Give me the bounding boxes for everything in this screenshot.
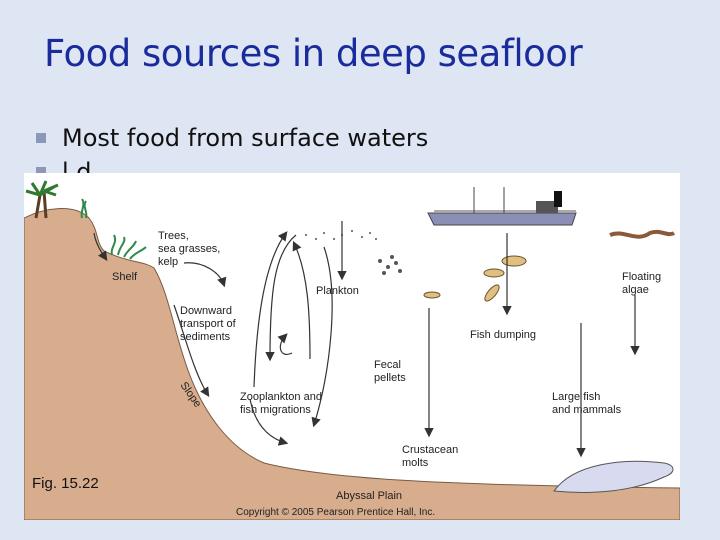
label-large-fish: Large fish <box>552 391 600 403</box>
label-trees: sea grasses, <box>158 243 220 255</box>
label-abyssal-plain: Abyssal Plain <box>336 490 402 502</box>
label-downward: transport of <box>180 318 237 330</box>
label-trees: Trees, <box>158 230 189 242</box>
bullet-item: Most food from surface waters <box>36 124 428 152</box>
label-floating-algae: Floating <box>622 271 661 283</box>
fish-icon <box>424 256 526 303</box>
food-sources-figure: Trees, sea grasses, kelp Shelf Downward … <box>24 173 680 520</box>
label-zooplankton: fish migrations <box>240 404 311 416</box>
bullet-text: Most food from surface waters <box>62 124 428 152</box>
label-downward: Downward <box>180 305 232 317</box>
label-shelf: Shelf <box>112 271 138 283</box>
ship-icon <box>428 187 576 225</box>
label-floating-algae: algae <box>622 284 649 296</box>
copyright-text: Copyright © 2005 Pearson Prentice Hall, … <box>236 507 435 518</box>
label-fish-dumping: Fish dumping <box>470 329 536 341</box>
label-trees: kelp <box>158 256 178 268</box>
plankton-dots <box>305 230 402 275</box>
label-plankton: Plankton <box>316 285 359 297</box>
label-large-fish: and mammals <box>552 404 622 416</box>
label-fecal: pellets <box>374 372 406 384</box>
slide-title: Food sources in deep seafloor <box>44 32 582 75</box>
label-fecal: Fecal <box>374 359 401 371</box>
label-downward: sediments <box>180 331 231 343</box>
figure-caption: Fig. 15.22 <box>32 475 99 492</box>
seafloor-diagram: Trees, sea grasses, kelp Shelf Downward … <box>24 173 680 520</box>
label-crustacean: Crustacean <box>402 444 458 456</box>
bullet-square-icon <box>36 133 46 143</box>
floating-algae-icon <box>610 232 674 237</box>
label-crustacean: molts <box>402 457 429 469</box>
label-zooplankton: Zooplankton and <box>240 391 322 403</box>
